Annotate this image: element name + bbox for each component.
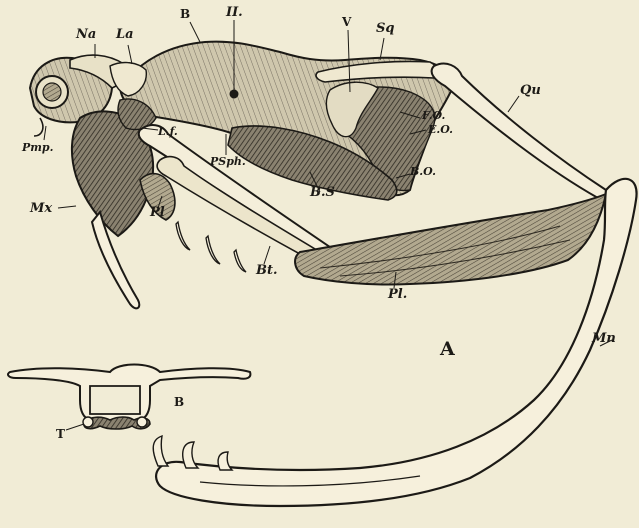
label-pterygoid: Pl. xyxy=(388,288,407,301)
label-premaxilla: Pmp. xyxy=(22,142,53,153)
mandible-tooth xyxy=(153,436,168,466)
label-parasphenoid: PSph. xyxy=(210,156,246,167)
inset-cross-section xyxy=(8,365,250,430)
label-basioccipital: B.O. xyxy=(410,166,436,177)
label-quadrate: Qu xyxy=(520,84,541,97)
label-basioccipital-b: B xyxy=(180,8,190,20)
label-panel-a: A xyxy=(440,340,455,359)
label-fenestra-ovalis: F.O. xyxy=(422,110,445,121)
pterygoid-tooth xyxy=(206,236,220,264)
label-ectopterygoid: Bt. xyxy=(256,264,278,277)
label-cranial-nerve-v: V xyxy=(342,16,351,28)
pterygoid-tooth xyxy=(234,250,246,272)
label-maxilla: Mx xyxy=(30,202,52,215)
label-nasal: Na xyxy=(76,28,96,41)
mandible-tooth xyxy=(218,452,232,470)
label-palatine: Pl xyxy=(150,206,165,219)
label-t: T xyxy=(56,428,65,440)
label-lacrimal: La xyxy=(116,28,134,41)
mandible-tooth xyxy=(183,442,198,468)
label-mandible: Mn xyxy=(592,332,616,345)
pterygoid-tooth xyxy=(176,222,190,250)
label-lateral-frontal: L.f. xyxy=(158,126,178,137)
label-basisphenoid: B.S xyxy=(310,186,335,199)
label-squamosal: Sq xyxy=(376,22,394,35)
label-cranial-nerve-ii: II. xyxy=(226,6,243,19)
label-exoccipital: E.O. xyxy=(428,124,453,135)
jaw-muscle xyxy=(295,194,606,285)
label-panel-b: B xyxy=(174,396,184,408)
